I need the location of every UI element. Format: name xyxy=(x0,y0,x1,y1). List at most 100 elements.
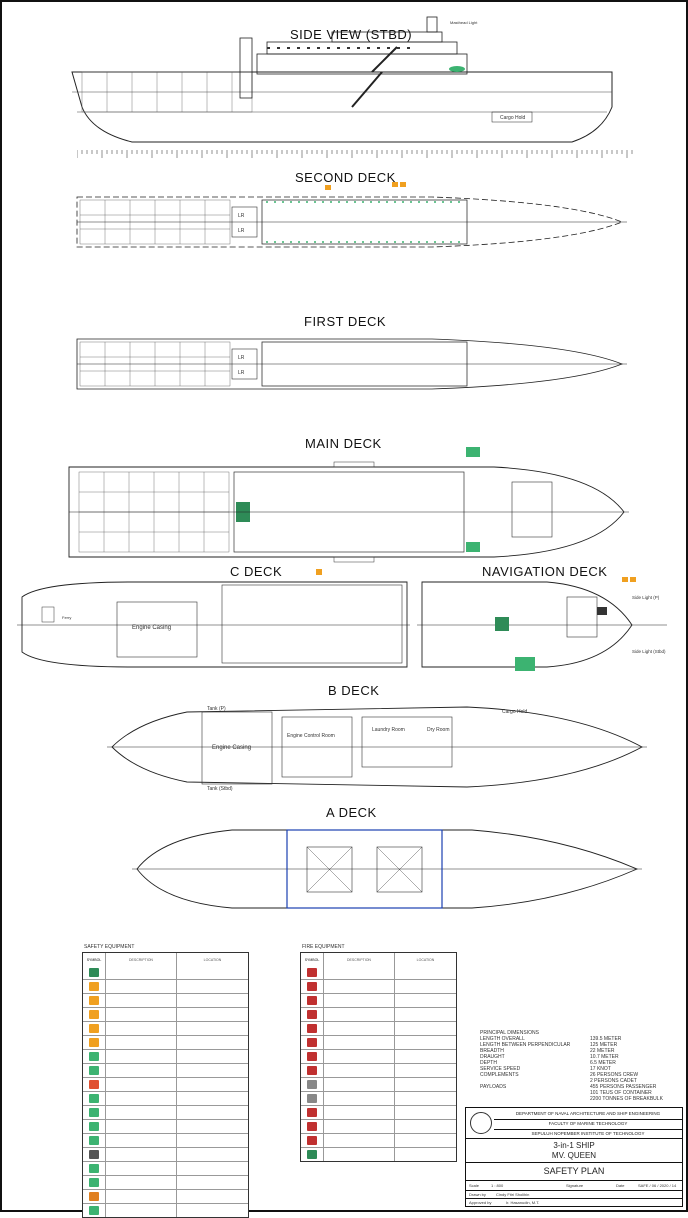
legend-right-header-loc: LOCATION xyxy=(416,957,435,962)
legend-left-row xyxy=(83,1007,248,1021)
principal-value: 125 METER xyxy=(590,1042,618,1048)
legend-left-loc-cell xyxy=(177,1008,248,1021)
safety-symbol-icon xyxy=(89,1066,99,1075)
legend-right-loc-cell xyxy=(395,1120,456,1133)
main-deck-title: MAIN DECK xyxy=(305,436,382,451)
tb-ship-name-2: MV. QUEEN xyxy=(551,1151,597,1160)
legend-right-loc-cell xyxy=(395,1148,456,1161)
legend-left-symbol-cell xyxy=(83,1008,106,1021)
svg-text:LR: LR xyxy=(238,355,245,361)
legend-right-loc-cell xyxy=(395,980,456,993)
legend-left-row xyxy=(83,1175,248,1189)
svg-text:Ferry: Ferry xyxy=(62,615,71,620)
b-deck-title: B DECK xyxy=(328,683,380,698)
tb-drawn-by: Cindy Fitri Sholihin xyxy=(496,1192,530,1197)
principal-value: 2200 TONNES OF BREAKBULK xyxy=(590,1096,663,1102)
legend-left-symbol-cell xyxy=(83,1078,106,1091)
principal-key: LENGTH BETWEEN PERPENDICULAR xyxy=(480,1042,571,1048)
principal-row: 2200 TONNES OF BREAKBULK xyxy=(480,1096,675,1102)
tb-approved-label: Approved by xyxy=(469,1200,492,1205)
tb-ship-name-1: 3-in-1 SHIP xyxy=(553,1141,595,1150)
side-light-port-label: Side Light (P) xyxy=(632,595,660,600)
legend-left-desc-cell xyxy=(106,1078,177,1091)
b-deck-cargo-hold: Cargo Hold xyxy=(502,709,528,715)
second-deck-title: SECOND DECK xyxy=(295,170,396,185)
principal-value: 22 METER xyxy=(590,1048,615,1054)
safety-symbol-icon xyxy=(307,982,317,991)
legend-right-symbol-cell xyxy=(301,1148,324,1161)
legend-left-desc-cell xyxy=(106,1050,177,1063)
main-deck-plan xyxy=(68,447,629,575)
safety-symbol-icon xyxy=(89,1164,99,1173)
safety-symbol-icon xyxy=(307,1010,317,1019)
dry-room-label: Dry Room xyxy=(427,727,450,733)
principal-value: 6.5 METER xyxy=(590,1060,616,1066)
legend-right-desc-cell xyxy=(324,1064,395,1077)
legend-left-loc-cell xyxy=(177,1204,248,1217)
legend-right-symbol-cell xyxy=(301,1036,324,1049)
legend-right-row xyxy=(301,1035,456,1049)
legend-right-row xyxy=(301,1049,456,1063)
safety-symbol-icon xyxy=(307,968,317,977)
legend-left-row xyxy=(83,1077,248,1091)
legend-left-row xyxy=(83,993,248,1007)
safety-symbol-icon xyxy=(89,1192,99,1201)
legend-right-row xyxy=(301,1105,456,1119)
svg-text:LR: LR xyxy=(238,228,245,234)
legend-right-row xyxy=(301,1007,456,1021)
legend-right-header-desc: DESCRIPTION xyxy=(324,953,395,966)
tank-port-label: Tank (P) xyxy=(207,706,226,712)
legend-left-row xyxy=(83,1105,248,1119)
principal-key: DRAUGHT xyxy=(480,1054,505,1060)
legend-right-loc-cell xyxy=(395,994,456,1007)
legend-right-desc-cell xyxy=(324,1036,395,1049)
legend-left-desc-cell xyxy=(106,1064,177,1077)
legend-left-symbol-cell xyxy=(83,1022,106,1035)
safety-symbol-icon xyxy=(89,982,99,991)
legend-left-symbol-cell xyxy=(83,1106,106,1119)
legend-left-loc-cell xyxy=(177,1120,248,1133)
safety-symbol-icon xyxy=(307,1094,317,1103)
legend-left-loc-cell xyxy=(177,1190,248,1203)
legend-left-loc-cell xyxy=(177,1050,248,1063)
legend-left-row xyxy=(83,966,248,979)
legend-right-symbol-cell xyxy=(301,1022,324,1035)
legend-left-desc-cell xyxy=(106,1036,177,1049)
safety-symbol-icon xyxy=(89,1122,99,1131)
legend-header-loc: LOCATION xyxy=(203,957,222,962)
legend-right-desc-cell xyxy=(324,1134,395,1147)
principal-row: LENGTH BETWEEN PERPENDICULAR 125 METER xyxy=(480,1042,675,1048)
safety-symbol-icon xyxy=(89,968,99,977)
principal-value: 17 KNOT xyxy=(590,1066,611,1072)
legend-right-symbol-cell xyxy=(301,966,324,979)
title-block: DEPARTMENT OF NAVAL ARCHITECTURE AND SHI… xyxy=(465,1107,683,1207)
legend-right-row xyxy=(301,993,456,1007)
legend-left-desc-cell xyxy=(106,1008,177,1021)
legend-right-loc-cell xyxy=(395,1036,456,1049)
second-deck-plan: LR LR xyxy=(76,182,627,248)
svg-text:LR: LR xyxy=(238,213,245,219)
b-deck-plan: Engine Casing Engine Control Room Laundr… xyxy=(107,706,647,792)
superstructure xyxy=(256,16,468,75)
legend-left-row xyxy=(83,1147,248,1161)
legend-right-symbol-cell xyxy=(301,994,324,1007)
legend-left-loc-cell xyxy=(177,1148,248,1161)
legend-right-row xyxy=(301,1133,456,1147)
svg-text:LR: LR xyxy=(238,370,245,376)
principal-value: 2 PERSONS CADET xyxy=(590,1078,637,1084)
legend-left-symbol-cell xyxy=(83,966,106,979)
legend-left-loc-cell xyxy=(177,1176,248,1189)
safety-symbol-icon xyxy=(89,1206,99,1215)
side-light-stbd-label: Side Light (Stbd) xyxy=(632,649,666,654)
legend-left-loc-cell xyxy=(177,1092,248,1105)
legend-left-desc-cell xyxy=(106,1204,177,1217)
principal-row: 101 TEUS OF CONTAINER xyxy=(480,1090,675,1096)
legend-left-symbol-cell xyxy=(83,1176,106,1189)
c-deck-plan: Engine Casing Ferry xyxy=(17,581,410,668)
legend-left-loc-cell xyxy=(177,966,248,979)
legend-left-loc-cell xyxy=(177,980,248,993)
safety-symbol-icon xyxy=(89,1108,99,1117)
legend-left-desc-cell xyxy=(106,1162,177,1175)
